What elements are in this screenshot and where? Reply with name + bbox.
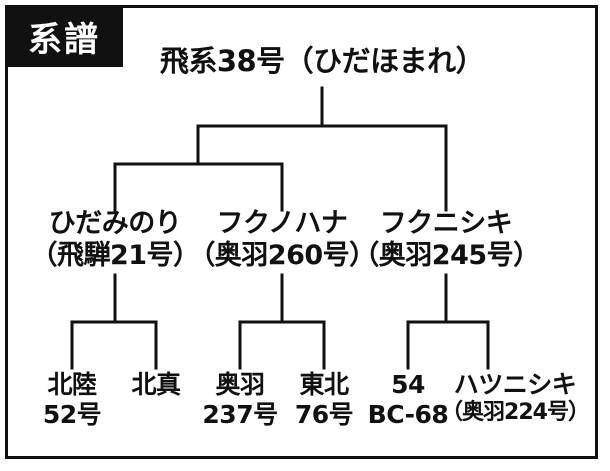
grandparent-name: 奥羽 xyxy=(215,370,265,399)
grandparent-node-4: 東北 76号 xyxy=(294,370,354,429)
parent-code: （奥羽245号） xyxy=(352,239,540,271)
grandparent-code: （奥羽224号） xyxy=(441,399,590,425)
parent-node-2: フクノハナ （奥羽260号） xyxy=(188,208,376,272)
root-node: 飛系38号（ひだほまれ） xyxy=(159,44,485,78)
grandparent-node-3: 奥羽 237号 xyxy=(202,370,278,429)
grandparent-code: 237号 xyxy=(202,399,278,429)
grandparent-name: 54 xyxy=(391,370,425,399)
parent-name: フクニシキ xyxy=(379,208,513,239)
pedigree-badge: 系譜 xyxy=(5,5,123,67)
grandparent-code: 76号 xyxy=(294,399,354,429)
parent-name: ひだみのり xyxy=(48,208,182,239)
parent-node-1: ひだみのり （飛騨21号） xyxy=(30,208,200,272)
parent-name: フクノハナ xyxy=(216,208,348,239)
parent-code: （飛騨21号） xyxy=(30,239,200,271)
parent-code: （奥羽260号） xyxy=(188,239,376,271)
pedigree-frame xyxy=(5,5,598,459)
grandparent-node-5: 54 BC-68 xyxy=(368,370,449,429)
grandparent-node-2: 北真 xyxy=(131,370,181,400)
grandparent-name: ハツニシキ xyxy=(453,370,577,399)
grandparent-code: 52号 xyxy=(42,399,102,429)
grandparent-node-6: ハツニシキ （奥羽224号） xyxy=(441,370,590,425)
root-name: 飛系38号（ひだほまれ） xyxy=(159,44,485,78)
grandparent-name: 北陸 xyxy=(47,370,97,399)
grandparent-name: 北真 xyxy=(131,370,181,399)
grandparent-node-1: 北陸 52号 xyxy=(42,370,102,429)
parent-node-3: フクニシキ （奥羽245号） xyxy=(352,208,540,272)
grandparent-code: BC-68 xyxy=(367,399,449,429)
grandparent-name: 東北 xyxy=(299,370,349,399)
